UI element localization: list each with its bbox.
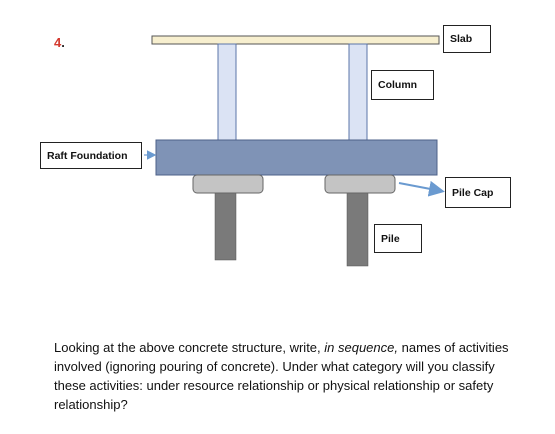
pile-cap-left bbox=[192, 174, 264, 194]
pile-left bbox=[214, 192, 237, 261]
question-part-2: names of activities involved (ignoring p… bbox=[54, 340, 509, 412]
question-number: 4. bbox=[54, 35, 65, 50]
pile-cap-arrow bbox=[398, 180, 445, 197]
question-number-value: 4 bbox=[54, 35, 62, 50]
slab-label: Slab bbox=[443, 25, 491, 53]
column-left bbox=[217, 43, 237, 141]
raft-foundation-label: Raft Foundation bbox=[40, 142, 142, 169]
question-part-1: Looking at the above concrete structure,… bbox=[54, 340, 325, 355]
pile-cap-right bbox=[324, 174, 396, 194]
column-right bbox=[348, 43, 368, 141]
raft-foundation bbox=[155, 139, 438, 176]
question-emphasis: in sequence, bbox=[324, 340, 398, 355]
question-number-dot: . bbox=[61, 35, 65, 50]
pile-cap-label: Pile Cap bbox=[445, 177, 511, 208]
column-label: Column bbox=[371, 70, 434, 100]
question-text: Looking at the above concrete structure,… bbox=[54, 338, 524, 414]
slab bbox=[151, 35, 440, 45]
pile-right bbox=[346, 192, 369, 267]
pile-label: Pile bbox=[374, 224, 422, 253]
